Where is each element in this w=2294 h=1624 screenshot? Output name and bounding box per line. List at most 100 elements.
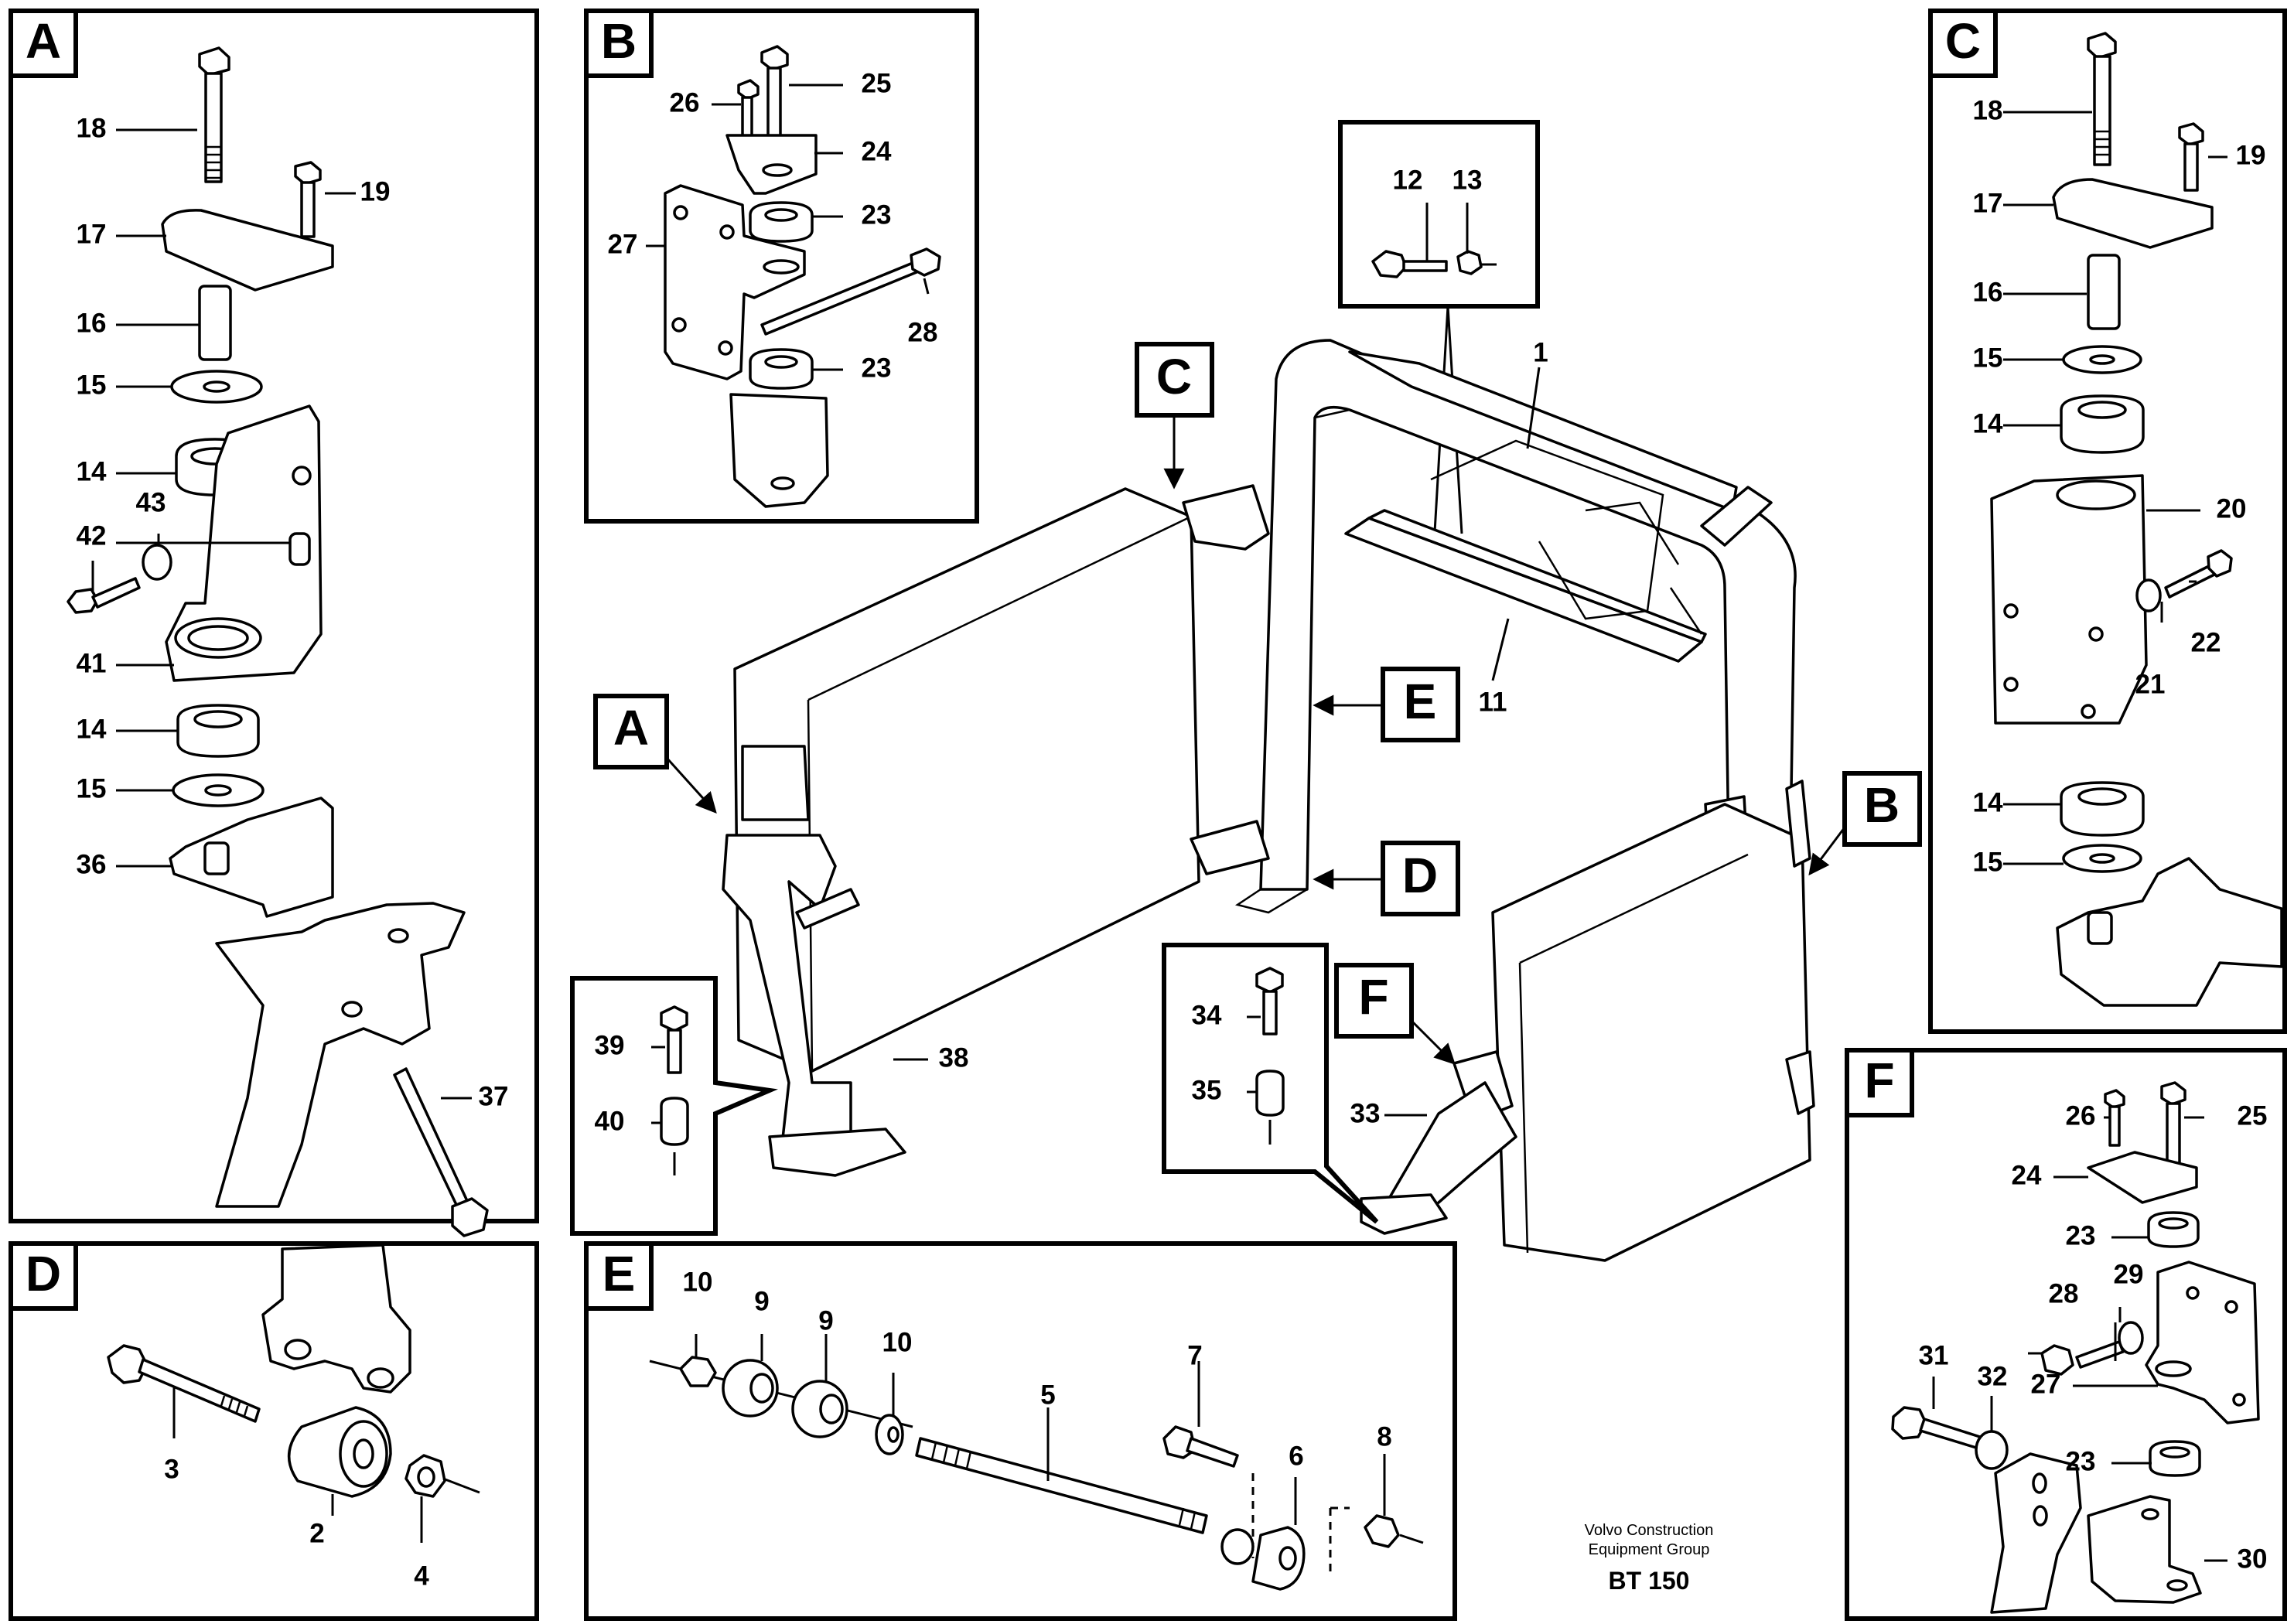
panel-c-letter: C <box>1945 13 1981 69</box>
label-36: 36 <box>77 849 107 879</box>
label-9: 9 <box>754 1286 769 1316</box>
footer: Volvo Construction Equipment Group BT 15… <box>1585 1522 1714 1595</box>
label-31: 31 <box>1919 1340 1949 1370</box>
company-line-2: Equipment Group <box>1589 1541 1710 1558</box>
spacer-drawing <box>2135 578 2162 612</box>
label-9: 9 <box>818 1305 833 1336</box>
label-2: 2 <box>309 1518 324 1548</box>
label-15: 15 <box>77 370 107 400</box>
label-13: 13 <box>1453 165 1483 195</box>
label-29: 29 <box>2114 1259 2144 1289</box>
label-8: 8 <box>1377 1421 1391 1452</box>
label-33: 33 <box>1350 1098 1381 1128</box>
bracket-drawing <box>664 184 806 380</box>
drawing-code: BT 150 <box>1609 1567 1690 1595</box>
panel-a-letter-box <box>9 9 78 78</box>
callout-a-box <box>593 694 669 769</box>
label-6: 6 <box>1289 1441 1303 1471</box>
rubber-mount-drawing <box>749 201 814 243</box>
label-23: 23 <box>862 353 892 383</box>
detail-panel-c: C <box>1928 9 2287 1034</box>
rubber-mount-drawing <box>749 348 814 390</box>
panel-b-letter: B <box>601 13 637 69</box>
screw-drawing <box>2075 1340 2125 1369</box>
label-3: 3 <box>164 1454 179 1484</box>
label-14: 14 <box>77 456 107 486</box>
label-11: 11 <box>1479 687 1507 717</box>
callout-b: B <box>1864 777 1900 833</box>
label-15: 15 <box>1973 343 2003 373</box>
label-27: 27 <box>608 229 638 259</box>
label-23: 23 <box>2066 1446 2096 1476</box>
label-17: 17 <box>1973 188 2003 218</box>
panel-e-letter: E <box>603 1246 636 1302</box>
bolt-drawing <box>2104 1089 2125 1109</box>
label-18: 18 <box>1973 95 2003 125</box>
screw-drawing <box>393 1067 469 1209</box>
bolt-drawing <box>737 79 760 101</box>
label-22: 22 <box>2191 627 2221 657</box>
label-25: 25 <box>2238 1100 2268 1131</box>
label-24: 24 <box>2012 1160 2042 1190</box>
detail-panel-a: A <box>9 9 539 1237</box>
bolt-drawing <box>294 161 322 238</box>
label-39: 39 <box>595 1030 625 1060</box>
label-19: 19 <box>2236 140 2266 170</box>
callout-b-box <box>1842 771 1922 847</box>
label-24: 24 <box>862 136 892 166</box>
label-41: 41 <box>77 648 107 678</box>
spacer-drawing <box>1255 1070 1285 1117</box>
plate-drawing <box>2087 1151 2198 1204</box>
label-7: 7 <box>1187 1340 1202 1370</box>
callout-a: A <box>613 700 649 756</box>
panel-a-letter: A <box>26 13 61 69</box>
label-19: 19 <box>360 176 391 206</box>
detail-panel-e: E <box>584 1241 1457 1621</box>
spacer-drawing <box>2087 254 2121 330</box>
bolt-drawing <box>1255 967 1284 994</box>
callout-f-box <box>1334 963 1414 1039</box>
link-drawing <box>1251 1526 1306 1591</box>
screw-drawing <box>67 588 99 614</box>
inset-34-35-frame <box>1162 943 1379 1224</box>
label-27: 27 <box>2031 1369 2061 1399</box>
rubber-mount-drawing <box>2060 394 2145 454</box>
label-16: 16 <box>1973 277 2003 307</box>
radiator-left-drawing <box>733 484 1270 1073</box>
nut-drawing <box>1456 250 1483 275</box>
label-26: 26 <box>2066 1100 2096 1131</box>
panel-b-frame <box>584 9 979 524</box>
rubber-mount-drawing <box>2060 781 2145 837</box>
label-28: 28 <box>2049 1278 2079 1308</box>
label-1: 1 <box>1533 337 1548 367</box>
plate-drawing <box>161 209 334 292</box>
bolt-drawing <box>2160 1081 2186 1106</box>
label-34: 34 <box>1192 1000 1222 1030</box>
detail-panel-f: F <box>1845 1048 2287 1621</box>
nut-drawing <box>1364 1514 1400 1548</box>
label-23: 23 <box>2066 1220 2096 1250</box>
label-32: 32 <box>1978 1361 2008 1391</box>
base-bracket-drawing <box>2056 857 2283 1007</box>
bolt-drawing <box>2087 32 2117 60</box>
panel-c-frame <box>1928 9 2287 1034</box>
label-40: 40 <box>595 1106 625 1136</box>
panel-f-letter: F <box>1864 1053 1894 1108</box>
panel-d-frame <box>9 1241 539 1621</box>
radiator-stand-drawing <box>722 745 906 1177</box>
rubber-mount-drawing <box>176 704 260 758</box>
label-14: 14 <box>77 714 107 744</box>
label-35: 35 <box>1192 1075 1222 1105</box>
label-15: 15 <box>1973 847 2003 877</box>
base-bracket-drawing <box>729 393 829 508</box>
callout-d: D <box>1402 848 1438 903</box>
inset-39-40-frame <box>570 976 779 1236</box>
company-line-1: Volvo Construction <box>1585 1522 1714 1539</box>
spacer-drawing <box>1975 1430 2009 1470</box>
rubber-mount-drawing <box>2149 1440 2201 1477</box>
bracket-drawing <box>1990 474 2148 725</box>
label-42: 42 <box>77 520 107 551</box>
label-21: 21 <box>2135 669 2166 699</box>
spacer-drawing <box>660 1097 689 1146</box>
